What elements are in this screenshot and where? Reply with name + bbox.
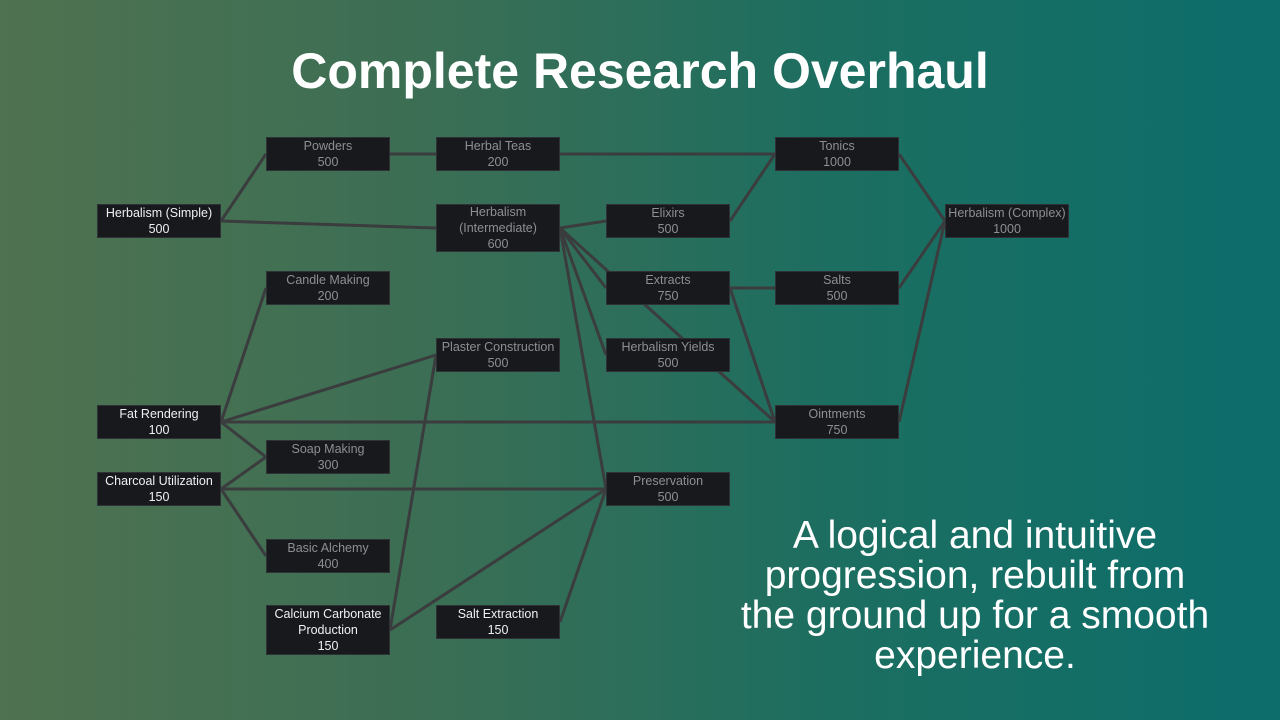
edge-charcoal_utilization-to-soap_making (220, 455, 267, 491)
research-node-name: Candle Making (286, 273, 370, 287)
research-node-name: Powders (303, 139, 353, 153)
edge-calcium_carbonate-to-preservation (389, 487, 607, 632)
research-node-cost: 750 (826, 423, 848, 437)
edge-herbalism_intermediate-to-preservation (558, 227, 608, 490)
edge-herbalism_intermediate-to-extracts (558, 227, 608, 289)
research-node-soap-making[interactable]: Soap Making 300 (266, 440, 390, 474)
edge-fat_rendering-to-candle_making (219, 287, 268, 423)
research-node-cost: 500 (317, 155, 339, 169)
edge-herbalism_intermediate-to-ointments (558, 226, 777, 424)
research-node-cost: 750 (657, 289, 679, 303)
edge-calcium_carbonate-to-plaster_construction (388, 354, 438, 631)
research-node-calcium-carbonate[interactable]: Calcium Carbonate Production 150 (266, 605, 390, 655)
research-node-cost: 1000 (823, 155, 851, 169)
research-node-cost: 150 (148, 490, 170, 504)
edge-charcoal_utilization-to-basic_alchemy (219, 488, 268, 557)
research-node-name: Salt Extraction (457, 607, 539, 621)
page-title: Complete Research Overhaul (291, 43, 989, 99)
research-node-ointments[interactable]: Ointments 750 (775, 405, 899, 439)
research-node-name: Soap Making (291, 442, 365, 456)
research-node-tonics[interactable]: Tonics 1000 (775, 137, 899, 171)
research-node-name: Herbal Teas (464, 139, 532, 153)
research-node-name: Herbalism Yields (621, 340, 715, 354)
research-node-cost: 1000 (993, 222, 1021, 236)
research-node-basic-alchemy[interactable]: Basic Alchemy 400 (266, 539, 390, 573)
research-node-name: Elixirs (651, 206, 685, 220)
research-node-cost: 500 (487, 356, 509, 370)
research-node-cost: 400 (317, 557, 339, 571)
research-node-name: Plaster Construction (441, 340, 555, 354)
research-node-cost: 500 (657, 356, 679, 370)
research-node-herbalism-yields[interactable]: Herbalism Yields 500 (606, 338, 730, 372)
edge-herbalism_simple-to-powders (219, 153, 268, 222)
research-node-cost: 150 (487, 623, 509, 637)
research-node-cost: 600 (487, 237, 509, 251)
research-node-herbalism-complex[interactable]: Herbalism (Complex) 1000 (945, 204, 1069, 238)
research-node-name: Herbalism (Intermediate) (459, 205, 537, 235)
research-node-salt-extraction[interactable]: Salt Extraction 150 (436, 605, 560, 639)
edge-elixirs-to-tonics (728, 153, 777, 222)
research-node-cost: 200 (317, 289, 339, 303)
research-node-charcoal-utilization[interactable]: Charcoal Utilization 150 (97, 472, 221, 506)
research-node-plaster-construction[interactable]: Plaster Construction 500 (436, 338, 560, 372)
research-node-herbalism-intermediate[interactable]: Herbalism (Intermediate) 600 (436, 204, 560, 252)
edge-tonics-to-herbalism_complex (897, 153, 947, 222)
research-node-fat-rendering[interactable]: Fat Rendering 100 (97, 405, 221, 439)
research-node-cost: 200 (487, 155, 509, 169)
research-node-cost: 500 (657, 490, 679, 504)
edge-herbalism_intermediate-to-elixirs (559, 219, 607, 230)
research-node-name: Basic Alchemy (287, 541, 369, 555)
research-node-name: Salts (823, 273, 851, 287)
research-node-name: Fat Rendering (119, 407, 199, 421)
research-node-name: Calcium Carbonate Production (274, 607, 382, 637)
edge-salt_extraction-to-preservation (558, 488, 608, 623)
research-node-powders[interactable]: Powders 500 (266, 137, 390, 171)
research-node-preservation[interactable]: Preservation 500 (606, 472, 730, 506)
research-node-cost: 500 (657, 222, 679, 236)
research-node-cost: 150 (317, 639, 339, 653)
research-node-name: Ointments (808, 407, 866, 421)
research-node-herbal-teas[interactable]: Herbal Teas 200 (436, 137, 560, 171)
research-node-elixirs[interactable]: Elixirs 500 (606, 204, 730, 238)
edge-fat_rendering-to-plaster_construction (220, 353, 437, 424)
research-node-extracts[interactable]: Extracts 750 (606, 271, 730, 305)
tagline: A logical and intuitive progression, reb… (740, 514, 1210, 677)
research-node-salts[interactable]: Salts 500 (775, 271, 899, 305)
edge-ointments-to-herbalism_complex (897, 220, 947, 423)
research-node-herbalism-simple[interactable]: Herbalism (Simple) 500 (97, 204, 221, 238)
edge-extracts-to-ointments (728, 287, 777, 423)
research-node-name: Herbalism (Complex) (948, 206, 1066, 220)
edge-herbalism_intermediate-to-herbalism_yields (558, 227, 608, 356)
research-node-name: Charcoal Utilization (105, 474, 213, 488)
research-node-name: Herbalism (Simple) (105, 206, 213, 220)
edge-salts-to-herbalism_complex (897, 220, 947, 289)
research-node-cost: 500 (148, 222, 170, 236)
edge-herbalism_simple-to-herbalism_intermediate (220, 219, 437, 230)
research-node-cost: 100 (148, 423, 170, 437)
edge-fat_rendering-to-soap_making (220, 420, 267, 459)
research-node-name: Extracts (645, 273, 691, 287)
research-node-candle-making[interactable]: Candle Making 200 (266, 271, 390, 305)
research-node-cost: 300 (317, 458, 339, 472)
research-node-name: Preservation (632, 474, 704, 488)
research-node-name: Tonics (819, 139, 855, 153)
research-node-cost: 500 (826, 289, 848, 303)
